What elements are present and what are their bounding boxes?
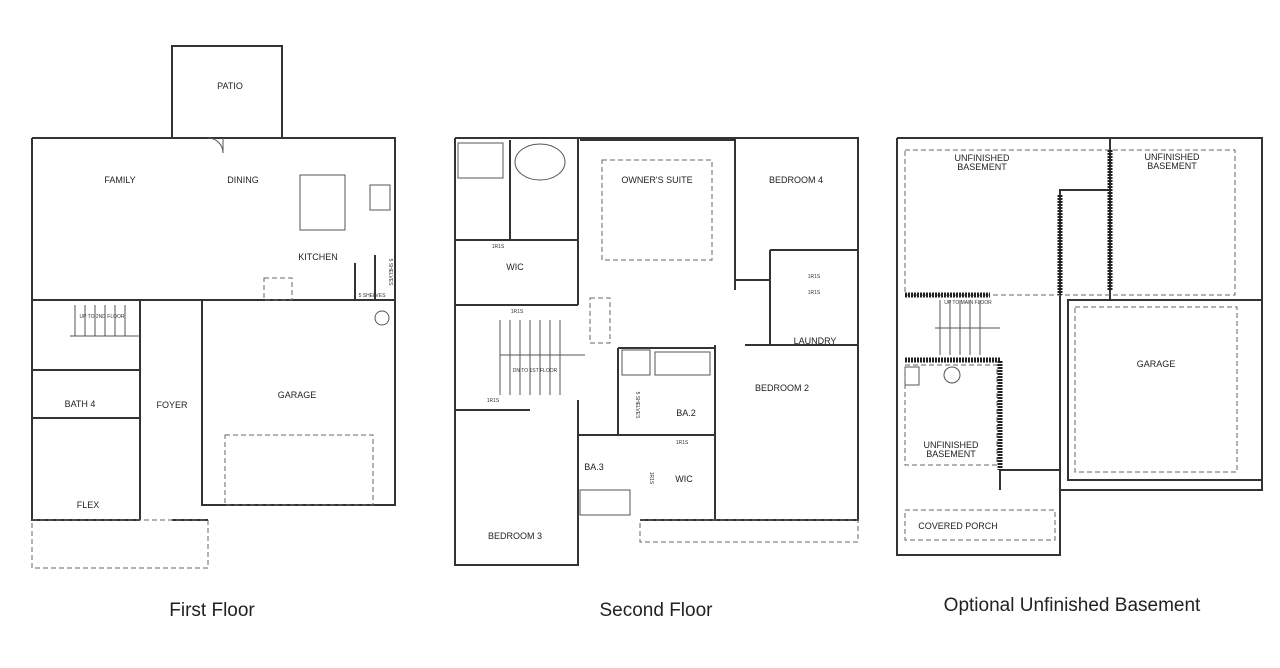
exterior-walls: [31, 137, 396, 521]
stairs: [935, 300, 1000, 355]
rod-shelf-note: 1R1S: [808, 290, 821, 296]
room-label-unfinished: UNFINISHED: [923, 440, 979, 450]
garage-walls: [201, 299, 396, 506]
patio-outline: [171, 45, 283, 139]
shower: [457, 142, 504, 179]
room-label-bedroom-3: BEDROOM 3: [488, 531, 542, 541]
shelves-note: 5 SHELVES: [387, 259, 393, 287]
rod-shelf-note: 1R1S: [492, 244, 505, 250]
stairs: [499, 320, 585, 395]
second-floor-plan: OWNER'S SUITE BEDROOM 4 WIC LAUNDRY BEDR…: [454, 137, 859, 621]
tub: [654, 351, 711, 376]
room-label-bath-4: BATH 4: [65, 399, 96, 409]
plan-caption: Second Floor: [599, 600, 713, 621]
room-label-garage: GARAGE: [278, 390, 317, 400]
kitchen-island: [299, 174, 346, 231]
garage-door: [224, 434, 374, 506]
covered-porch: [904, 509, 1056, 541]
attic-access: [589, 297, 611, 344]
room-label-basement: BASEMENT: [957, 162, 1007, 172]
garage-slab: [1074, 306, 1238, 473]
water-heater: [374, 310, 390, 326]
rod-shelf-note: 1R1S: [511, 309, 524, 315]
shelves-note: 5 SHELVES: [359, 293, 387, 299]
plan-caption: First Floor: [169, 600, 255, 621]
deck-outline: [639, 519, 859, 543]
rod-shelf-note: 1R1S: [676, 440, 689, 446]
room-label-owners-suite: OWNER'S SUITE: [621, 175, 692, 185]
desk: [263, 277, 293, 301]
range: [369, 184, 391, 211]
basement-plan: UNFINISHED BASEMENT UNFINISHED BASEMENT …: [896, 137, 1263, 616]
stair-note: DN TO 1ST FLOOR: [513, 368, 558, 374]
shower: [621, 349, 651, 376]
room-label-family: FAMILY: [104, 175, 135, 185]
interior-walls: [454, 138, 858, 520]
room-label-basement: BASEMENT: [926, 449, 976, 459]
room-label-wic: WIC: [506, 262, 524, 272]
room-label-bedroom-4: BEDROOM 4: [769, 175, 823, 185]
room-label-covered-porch: COVERED PORCH: [918, 521, 998, 531]
first-floor-plan: PATIO FAMILY DINING KITCHEN GARAGE BATH …: [31, 45, 396, 621]
room-label-foyer: FOYER: [156, 400, 188, 410]
room-label-ba-3: BA.3: [584, 462, 604, 472]
room-label-flex: FLEX: [77, 500, 100, 510]
shelves-note: 5 SHELVES: [634, 392, 640, 420]
room-label-basement: BASEMENT: [1147, 161, 1197, 171]
sump-pit: [943, 366, 961, 384]
stair-note: UP TO MAIN FLOOR: [944, 300, 992, 306]
tray-ceiling: [601, 159, 713, 261]
room-label-garage: GARAGE: [1137, 359, 1176, 369]
stairs: [70, 305, 140, 337]
front-porch: [31, 519, 209, 569]
foundation-walls: [905, 150, 1113, 470]
interior-walls: [32, 255, 395, 520]
room-label-unfinished: UNFINISHED: [1144, 152, 1200, 162]
unfinished-area: [904, 149, 1236, 296]
room-label-laundry: LAUNDRY: [794, 336, 837, 346]
water-heater: [904, 366, 920, 386]
room-label-patio: PATIO: [217, 81, 243, 91]
tub: [514, 143, 566, 181]
plan-caption: Optional Unfinished Basement: [944, 595, 1201, 616]
room-label-bedroom-2: BEDROOM 2: [755, 383, 809, 393]
room-label-kitchen: KITCHEN: [298, 252, 338, 262]
stair-note: UP TO 2ND FLOOR: [79, 314, 124, 320]
room-label-dining: DINING: [227, 175, 259, 185]
room-label-unfinished: UNFINISHED: [954, 153, 1010, 163]
rod-shelf-note: 1R1S: [808, 274, 821, 280]
rod-shelf-note: 1R1S: [648, 472, 654, 485]
tub: [579, 489, 631, 516]
garage-walls: [1067, 299, 1263, 481]
door-swing: [207, 137, 224, 154]
room-label-ba-2: BA.2: [676, 408, 696, 418]
rod-shelf-note: 1R1S: [487, 398, 500, 404]
exterior-walls: [896, 137, 1263, 556]
room-label-wic-2: WIC: [675, 474, 693, 484]
